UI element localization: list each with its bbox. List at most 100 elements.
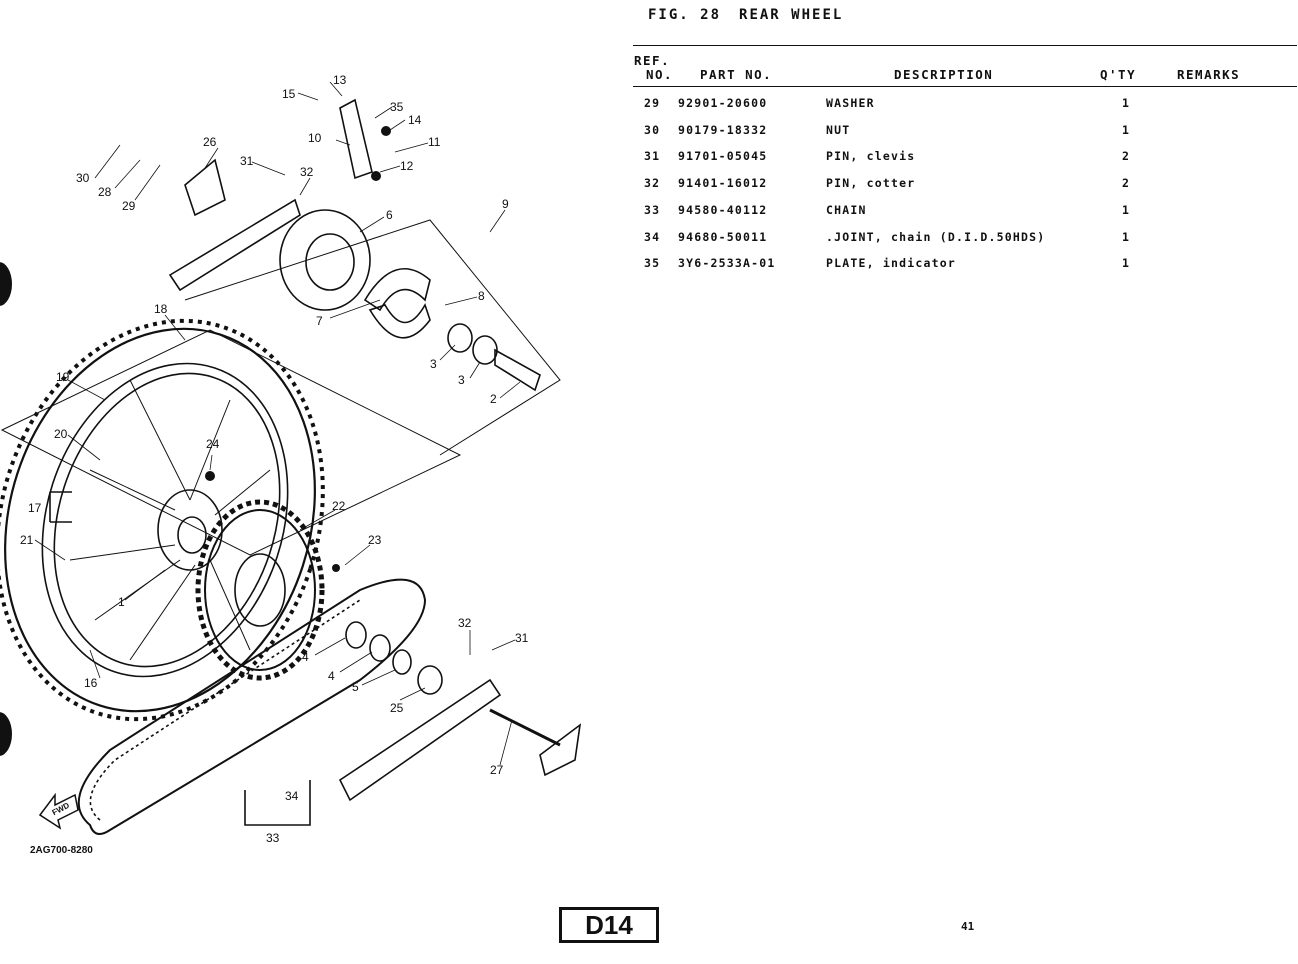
table-header-rule (633, 86, 1297, 87)
callout-32b: 32 (458, 616, 472, 630)
description: PIN, clevis (826, 149, 916, 163)
callout-35: 35 (390, 100, 404, 114)
tire (4, 327, 316, 713)
callout-11: 11 (428, 135, 441, 149)
callout-3b: 3 (458, 373, 465, 387)
ref-no: 31 (644, 149, 661, 163)
figure-title: FIG. 28 REAR WHEEL (648, 7, 843, 23)
description: .JOINT, chain (D.I.D.50HDS) (826, 230, 1046, 244)
tire-tread (0, 318, 325, 722)
table-top-rule (633, 45, 1297, 46)
col-qty: Q'TY (1100, 67, 1137, 82)
callout-31a: 31 (240, 154, 254, 168)
hub-center (177, 516, 207, 554)
quantity: 2 (1122, 149, 1131, 163)
figure-name: REAR WHEEL (739, 7, 844, 23)
ref-no: 30 (644, 123, 661, 137)
quantity: 1 (1122, 256, 1131, 270)
description: WASHER (826, 96, 875, 110)
table-row: 29 92901-20600 WASHER 1 (640, 96, 1290, 114)
callout-3a: 3 (430, 357, 437, 371)
callout-23: 23 (368, 533, 382, 547)
part-no: 3Y6-2533A-01 (678, 256, 776, 270)
ref-no: 35 (644, 256, 661, 270)
binding-hole-top (0, 262, 12, 306)
quantity: 1 (1122, 230, 1131, 244)
callout-14: 14 (408, 113, 422, 127)
callout-9: 9 (502, 197, 509, 211)
ref-no: 32 (644, 176, 661, 190)
swingarm-upper (168, 198, 301, 292)
callout-34: 34 (285, 789, 299, 803)
table-row: 30 90179-18332 NUT 1 (640, 123, 1290, 141)
drive-chain (77, 578, 427, 835)
binding-hole-bottom (0, 712, 12, 756)
callout-16: 16 (84, 676, 98, 690)
quantity: 2 (1122, 176, 1131, 190)
rear-sprocket (204, 509, 316, 671)
callout-27: 27 (490, 763, 504, 777)
callout-2: 2 (490, 392, 497, 406)
callout-12: 12 (400, 159, 414, 173)
callout-7: 7 (316, 314, 323, 328)
callout-18: 18 (154, 302, 168, 316)
rim (41, 362, 289, 678)
brake-shoes (363, 268, 431, 339)
callout-labels: 1 2 3 3 4 4 5 6 7 8 9 10 11 12 13 14 15 … (20, 73, 529, 856)
table-row: 34 94680-50011 .JOINT, chain (D.I.D.50HD… (640, 230, 1290, 248)
part-no: 91401-16012 (678, 176, 768, 190)
hub (157, 489, 223, 571)
section-badge: D14 (559, 907, 659, 943)
callout-19: 19 (56, 370, 70, 384)
ref-no: 33 (644, 203, 661, 217)
quantity: 1 (1122, 96, 1131, 110)
part-no: 90179-18332 (678, 123, 768, 137)
part-no: 94680-50011 (678, 230, 768, 244)
callout-10: 10 (308, 131, 322, 145)
description: PLATE, indicator (826, 256, 956, 270)
description: PIN, cotter (826, 176, 916, 190)
callout-4b: 4 (328, 669, 335, 683)
rim-inner (53, 372, 281, 668)
callout-13: 13 (333, 73, 347, 87)
callout-33: 33 (266, 831, 280, 845)
part-no: 92901-20600 (678, 96, 768, 110)
spokes (69, 379, 271, 661)
brake-panel (279, 209, 371, 311)
col-ref-line2: NO. (646, 67, 674, 82)
col-description: DESCRIPTION (894, 67, 994, 82)
quantity: 1 (1122, 203, 1131, 217)
callout-21: 21 (20, 533, 34, 547)
description: NUT (826, 123, 851, 137)
table-row: 32 91401-16012 PIN, cotter 2 (640, 176, 1290, 194)
sprocket-teeth (195, 499, 325, 681)
exploded-parts-diagram: 1 2 3 3 4 4 5 6 7 8 9 10 11 12 13 14 15 … (0, 73, 582, 856)
callout-20: 20 (54, 427, 68, 441)
callout-28: 28 (98, 185, 112, 199)
ref-no: 29 (644, 96, 661, 110)
callout-24: 24 (206, 437, 220, 451)
callout-4a: 4 (302, 650, 309, 664)
callout-5: 5 (352, 680, 359, 694)
table-row: 33 94580-40112 CHAIN 1 (640, 203, 1290, 221)
callout-1: 1 (118, 595, 125, 609)
callout-17: 17 (28, 501, 42, 515)
callout-31b: 31 (515, 631, 529, 645)
col-part-no: PART NO. (700, 67, 773, 82)
callout-29: 29 (122, 199, 136, 213)
part-no: 94580-40112 (678, 203, 768, 217)
callout-8: 8 (478, 289, 485, 303)
page-number: 41 (961, 920, 975, 933)
callout-22: 22 (332, 499, 346, 513)
description: CHAIN (826, 203, 867, 217)
table-row: 35 3Y6-2533A-01 PLATE, indicator 1 (640, 256, 1290, 274)
callout-15: 15 (282, 87, 296, 101)
figure-label: FIG. 28 (648, 7, 722, 23)
callout-25: 25 (390, 701, 404, 715)
swingarm-lower (338, 678, 502, 802)
torque-arm (339, 98, 373, 180)
fwd-arrow (38, 792, 79, 830)
drawing-code: 2AG700-8280 (30, 845, 93, 856)
ref-no: 34 (644, 230, 661, 244)
col-remarks: REMARKS (1177, 67, 1241, 82)
